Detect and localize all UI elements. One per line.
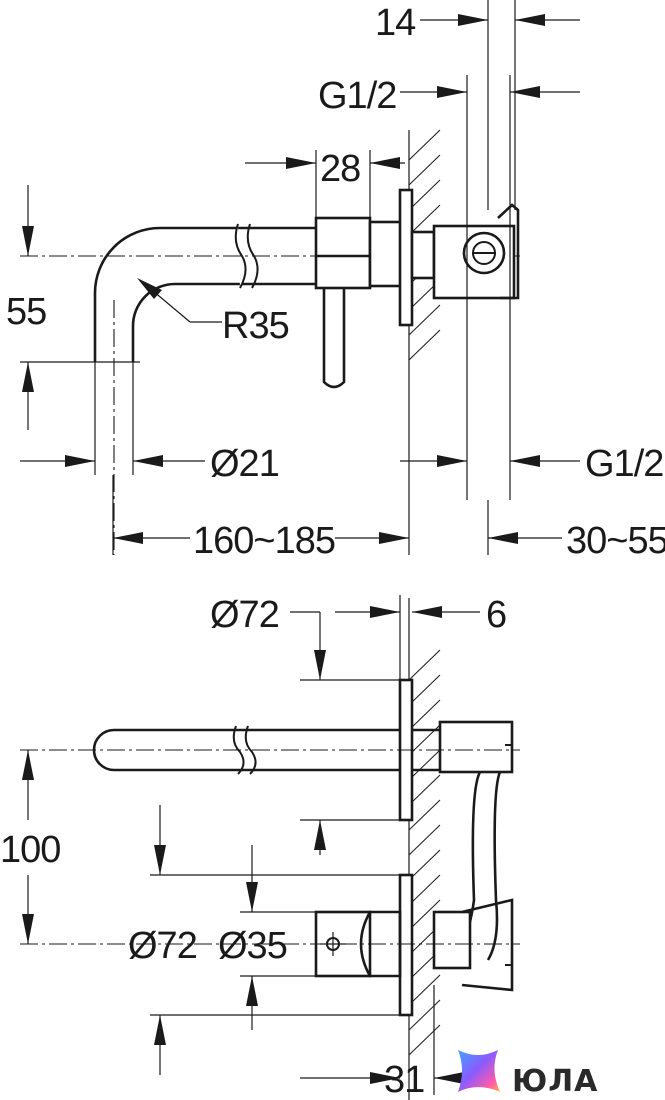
dim-100-label: 100 — [0, 829, 60, 871]
dim-6-label: 6 — [486, 594, 506, 636]
dim-r35: R35 — [137, 278, 290, 347]
dim-100: 100 — [0, 750, 61, 944]
cover-plate-bottom — [398, 873, 414, 1017]
dim-160-185: 160~185 30~55 — [112, 370, 665, 562]
dim-d72-bottom-label: Ø72 — [128, 925, 197, 967]
dim-31: 31 — [300, 985, 470, 1100]
dim-d21: Ø21 — [20, 362, 280, 485]
mixer-body-side — [314, 188, 520, 389]
dim-d21-label: Ø21 — [210, 443, 279, 485]
dim-160-185-label: 160~185 — [193, 520, 335, 562]
wall-hatch-bottom — [408, 598, 441, 1100]
spout-pipe — [93, 223, 316, 362]
dim-55-label: 55 — [6, 291, 46, 333]
brand-name: ЮЛА — [512, 1064, 598, 1099]
dim-31-label: 31 — [384, 1059, 424, 1100]
dim-14: 14 — [375, 0, 580, 210]
dim-g12-bottom-label: G1/2 — [585, 443, 663, 485]
dim-d72-top: Ø72 6 — [210, 594, 507, 855]
dim-g12-top: G1/2 — [318, 75, 580, 500]
dim-d35-label: Ø35 — [218, 925, 287, 967]
dim-d72-top-label: Ø72 — [210, 594, 279, 636]
front-view: Ø72 6 100 Ø72 — [0, 594, 520, 1100]
handle-knob-front — [314, 910, 402, 978]
dim-d72-d35-bottom: Ø72 Ø35 — [128, 805, 400, 1075]
brand-logo: ЮЛА — [458, 1050, 598, 1099]
side-view: 14 G1/2 28 55 — [6, 0, 665, 562]
brand-star-icon — [458, 1050, 500, 1092]
dim-28-label: 28 — [320, 148, 360, 190]
dim-r35-label: R35 — [222, 305, 289, 347]
dim-14-label: 14 — [375, 2, 416, 44]
dim-55: 55 — [6, 185, 140, 430]
valve-body-front — [432, 720, 514, 992]
dim-30-55-label: 30~55 — [566, 520, 665, 562]
dim-28: 28 — [245, 148, 405, 222]
dim-g12-top-label: G1/2 — [318, 75, 396, 117]
dim-g12-bottom: G1/2 — [400, 443, 664, 485]
